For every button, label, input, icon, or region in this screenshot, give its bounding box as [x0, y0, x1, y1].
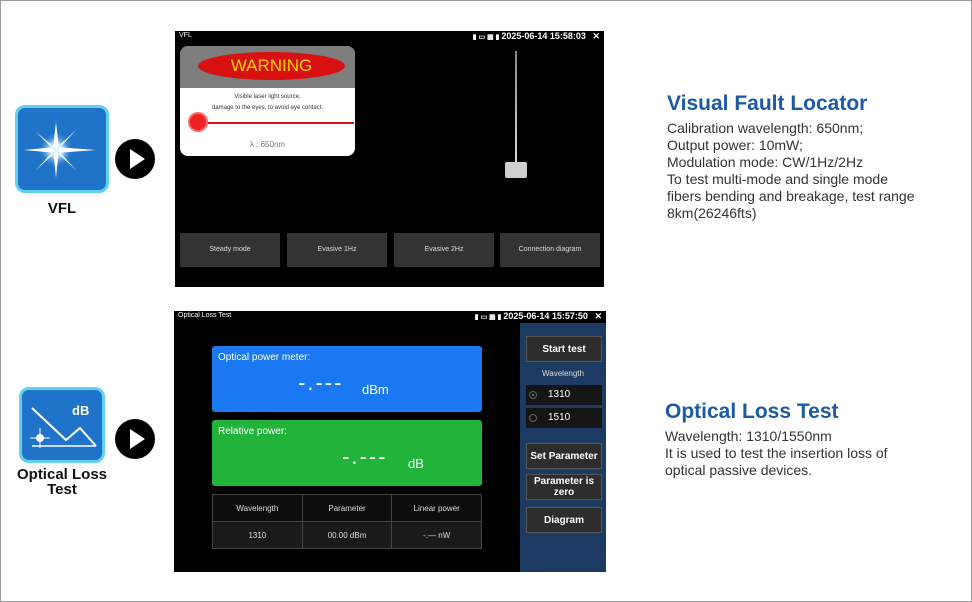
- laser-star-icon: [24, 122, 96, 178]
- evasive-1hz-button[interactable]: Evasive 1Hz: [287, 233, 387, 267]
- evasive-2hz-button[interactable]: Evasive 2Hz: [394, 233, 494, 267]
- table-cell: 1310: [212, 521, 303, 549]
- vfl-desc-line: Calibration wavelength: 650nm;: [667, 120, 864, 136]
- warning-header: WARNING: [180, 46, 355, 88]
- fiber-line: [515, 51, 517, 166]
- diagram-button[interactable]: Diagram: [526, 507, 602, 533]
- status-icons: ▮ ▭ ▦ ▮: [474, 314, 504, 321]
- loss-table: Wavelength Parameter Linear power 1310 0…: [212, 494, 482, 549]
- vfl-caption: VFL: [47, 200, 77, 217]
- optical-loss-heading: Optical Loss Test: [665, 400, 839, 423]
- loss-curve-icon: [30, 407, 97, 448]
- relative-power-panel: Relative power: -.--- dB: [212, 420, 482, 486]
- wavelength-option-1310[interactable]: 1310: [526, 385, 602, 405]
- start-test-button[interactable]: Start test: [526, 336, 602, 362]
- power-meter-label: Optical power meter:: [218, 352, 311, 363]
- steady-mode-button[interactable]: Steady mode: [180, 233, 280, 267]
- status-time: 2025-06-14 15:57:50: [503, 311, 588, 321]
- vfl-play-icon[interactable]: [115, 139, 155, 179]
- table-cell: -.— nW: [391, 521, 482, 549]
- control-sidebar: Start test Wavelength 1310 1510 Set Para…: [520, 323, 606, 572]
- parameter-zero-button[interactable]: Parameter is zero: [526, 474, 602, 500]
- relative-power-unit: dB: [408, 456, 424, 471]
- relative-power-label: Relative power:: [218, 426, 287, 437]
- laser-beam: [196, 122, 354, 124]
- table-header: Parameter: [301, 494, 393, 522]
- vfl-desc-line: 8km(26246fts): [667, 205, 757, 221]
- close-icon[interactable]: ✕: [594, 311, 602, 321]
- vfl-app-icon[interactable]: [15, 105, 109, 193]
- vfl-desc-line: fibers bending and breakage, test range: [667, 188, 915, 204]
- vfl-desc-line: Modulation mode: CW/1Hz/2Hz: [667, 154, 864, 170]
- table-row: 1310 00.00 dBm -.— nW: [212, 521, 482, 549]
- status-icons: ▮ ▭ ▦ ▮: [472, 34, 502, 41]
- status-bar: Optical Loss Test ▮ ▭ ▦ ▮ 2025-06-14 15:…: [174, 311, 606, 323]
- optical-loss-play-icon[interactable]: [115, 419, 155, 459]
- warning-title: WARNING: [198, 52, 345, 80]
- status-time: 2025-06-14 15:58:03: [501, 31, 586, 41]
- table-header-row: Wavelength Parameter Linear power: [212, 494, 482, 522]
- optical-loss-app-icon[interactable]: dB: [19, 387, 105, 463]
- warning-text: Visible laser light source, damage to th…: [180, 92, 355, 114]
- warning-line-1: Visible laser light source,: [234, 94, 301, 100]
- wavelength-readout: λ : 650nm: [249, 140, 286, 149]
- wavelength-option-1510[interactable]: 1510: [526, 408, 602, 428]
- loss-desc-line: optical passive devices.: [665, 462, 813, 478]
- db-label: dB: [72, 403, 90, 418]
- wavelength-option-label: 1510: [548, 412, 571, 423]
- table-cell: 00.00 dBm: [301, 521, 393, 549]
- caption-line-1: Optical Loss: [16, 466, 108, 483]
- optical-loss-caption: Optical Loss Test: [5, 467, 119, 497]
- vfl-heading: Visual Fault Locator: [667, 92, 868, 115]
- loss-desc-line: It is used to test the insertion loss of: [665, 445, 888, 461]
- optical-loss-screen: Optical Loss Test ▮ ▭ ▦ ▮ 2025-06-14 15:…: [174, 311, 606, 572]
- power-meter-value: -.---: [298, 370, 344, 395]
- power-meter-panel: Optical power meter: -.--- dBm: [212, 346, 482, 412]
- radio-unselected-icon: [529, 414, 537, 422]
- warning-line-2: damage to the eyes, to avoid eye contact…: [211, 105, 324, 111]
- warning-card: WARNING Visible laser light source, dama…: [180, 46, 355, 156]
- vfl-desc-line: Output power: 10mW;: [667, 137, 803, 153]
- set-parameter-button[interactable]: Set Parameter: [526, 443, 602, 469]
- status-time-group: ▮ ▭ ▦ ▮ 2025-06-14 15:57:50 ✕: [475, 311, 602, 322]
- table-header: Wavelength: [212, 494, 303, 522]
- radio-selected-icon: [529, 391, 537, 399]
- laser-burst-icon: [190, 114, 206, 130]
- window-title: Optical Loss Test: [178, 312, 232, 319]
- vfl-desc-line: To test multi-mode and single mode: [667, 171, 888, 187]
- window-title: VFL: [179, 32, 192, 39]
- status-bar: VFL ▮ ▭ ▦ ▮ 2025-06-14 15:58:03 ✕: [175, 31, 604, 43]
- wavelength-option-label: 1310: [548, 389, 571, 400]
- close-icon[interactable]: ✕: [592, 31, 600, 41]
- vfl-screen: VFL ▮ ▭ ▦ ▮ 2025-06-14 15:58:03 ✕ WARNIN…: [175, 31, 604, 287]
- fiber-connector-icon: [505, 162, 527, 178]
- wavelength-label: Wavelength: [542, 369, 584, 378]
- table-header: Linear power: [391, 494, 482, 522]
- optical-loss-description: Wavelength: 1310/1550nm It is used to te…: [665, 428, 955, 479]
- caption-line-2: Test: [47, 481, 77, 498]
- connection-diagram-button[interactable]: Connection diagram: [500, 233, 600, 267]
- loss-desc-line: Wavelength: 1310/1550nm: [665, 428, 832, 444]
- vfl-description: Calibration wavelength: 650nm; Output po…: [667, 120, 957, 222]
- relative-power-value: -.---: [342, 444, 388, 469]
- status-time-group: ▮ ▭ ▦ ▮ 2025-06-14 15:58:03 ✕: [473, 31, 600, 42]
- power-meter-unit: dBm: [362, 382, 389, 397]
